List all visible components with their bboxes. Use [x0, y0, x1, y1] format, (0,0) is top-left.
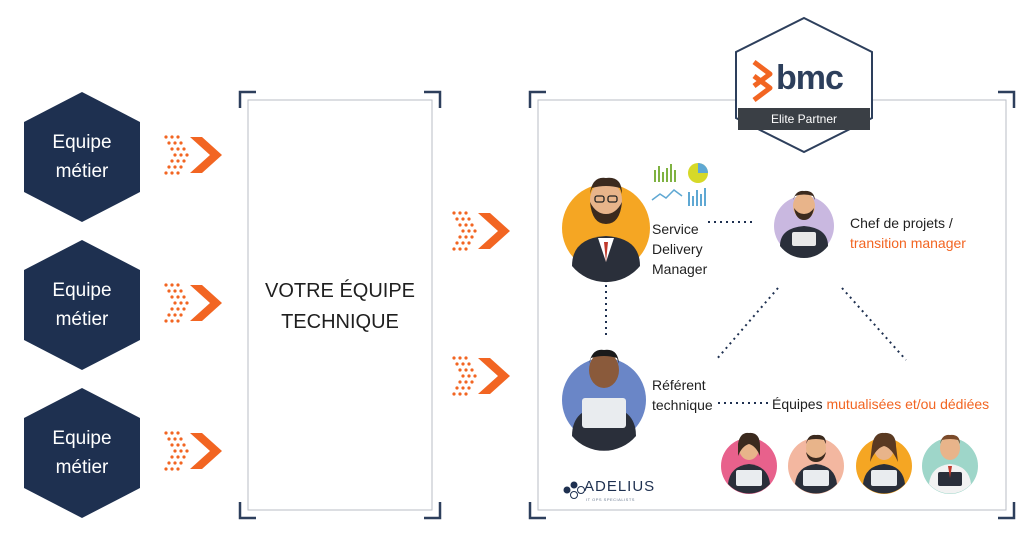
project-manager-avatar — [774, 190, 834, 258]
bmc-tagline: Elite Partner — [770, 112, 838, 126]
team-label-line: métier — [55, 161, 109, 182]
team-hexagon-2 — [24, 240, 140, 370]
technical-team-title-line: VOTRE ÉQUIPE — [264, 280, 416, 302]
service-delivery-manager-avatar — [562, 177, 650, 283]
connector-lines — [605, 221, 907, 404]
bmc-brand-text: bmc — [776, 59, 844, 97]
arrow-right-icon — [164, 431, 222, 471]
arrow-right-icon — [164, 135, 222, 175]
referent-label-line: Référent — [652, 377, 706, 393]
technical-team-box — [238, 90, 442, 520]
team-label-3: Equipe métier — [22, 424, 142, 482]
adelius-logo-icon — [563, 481, 585, 499]
technical-team-title-line: TECHNIQUE — [281, 311, 399, 333]
team-member-avatar-4 — [922, 434, 978, 494]
project-manager-label-highlight: transition manager — [850, 235, 966, 251]
project-manager-label-line: Chef de projets / — [850, 215, 953, 231]
report-chart-icons — [651, 163, 708, 206]
bmc-logo-icon — [752, 60, 773, 102]
arrow-right-icon — [164, 283, 222, 323]
sdm-label: Service Delivery Manager — [652, 219, 707, 279]
teams-label: Équipes mutualisées et/ou dédiées — [772, 394, 989, 414]
adelius-logo-text: ADELIUS — [584, 478, 656, 495]
sdm-label-line: Service — [652, 221, 699, 237]
bmc-elite-partner-badge — [735, 16, 873, 154]
teams-label-highlight: mutualisées et/ou dédiées — [826, 396, 990, 412]
team-member-avatar-1 — [721, 432, 777, 494]
referent-label: Référent technique — [652, 375, 713, 415]
sdm-label-line: Delivery — [652, 241, 703, 257]
team-label-2: Equipe métier — [22, 276, 142, 334]
sdm-label-line: Manager — [652, 261, 708, 277]
referent-label-line: technique — [652, 397, 713, 413]
technical-referent-avatar — [562, 349, 646, 451]
team-label-line: métier — [55, 457, 109, 478]
team-label-line: métier — [55, 309, 109, 330]
project-manager-label: Chef de projets / transition manager — [850, 213, 966, 253]
arrow-right-icon — [452, 211, 510, 251]
technical-team-title: VOTRE ÉQUIPE TECHNIQUE — [242, 276, 438, 338]
team-member-avatar-2 — [788, 434, 844, 494]
team-label-line: Equipe — [52, 280, 112, 301]
team-member-avatar-3 — [856, 432, 912, 494]
teams-label-prefix: Équipes — [772, 396, 827, 412]
arrow-right-icon — [452, 356, 510, 396]
team-hexagon-3 — [24, 388, 140, 518]
team-hexagon-1 — [24, 92, 140, 222]
team-label-line: Equipe — [52, 132, 112, 153]
team-label-1: Equipe métier — [22, 128, 142, 186]
adelius-logo-tagline: IT OPS SPECIALISTS — [586, 497, 635, 502]
team-label-line: Equipe — [52, 428, 112, 449]
